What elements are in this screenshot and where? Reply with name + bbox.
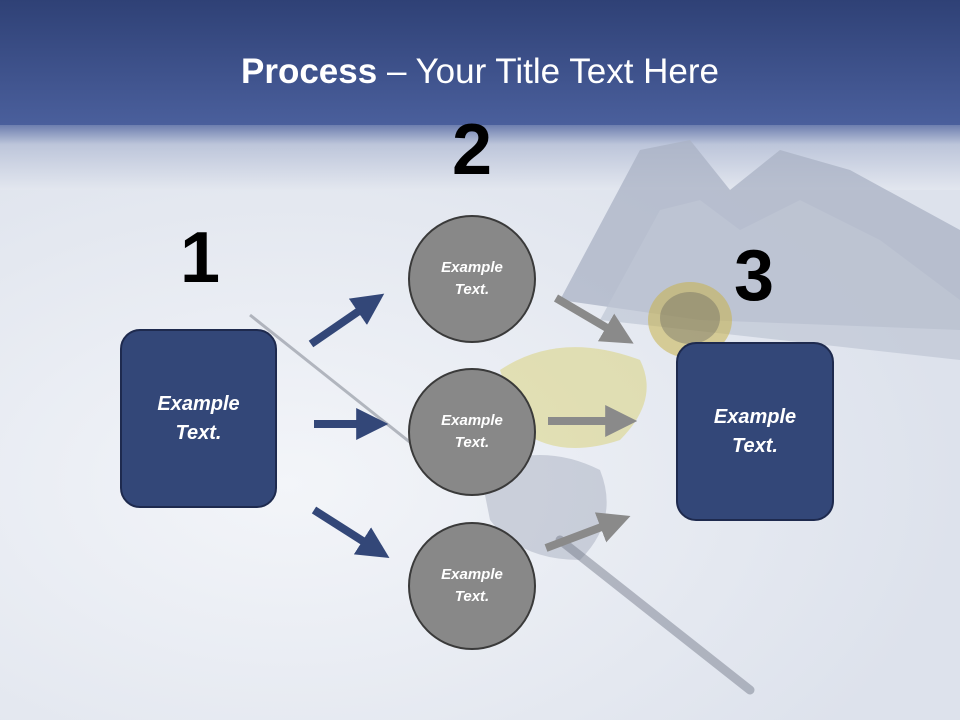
right-box: Example Text. (676, 342, 834, 521)
right-box-line1: Example (713, 405, 797, 428)
right-box-line2: Text. (732, 434, 778, 457)
arrow-to-circle-1 (308, 293, 385, 348)
circle-1: Example Text. (408, 215, 536, 343)
page-title: Process – Your Title Text Here (0, 52, 960, 92)
title-rest: – Your Title Text Here (377, 52, 719, 91)
circle-2-line2: Text. (454, 434, 490, 451)
left-box: Example Text. (120, 329, 277, 508)
title-bold: Process (241, 52, 378, 91)
circle-2: Example Text. (408, 368, 536, 496)
circle-1-line2: Text. (454, 281, 490, 298)
left-box-line1: Example (157, 392, 240, 415)
arrow-from-circle-3 (544, 512, 631, 552)
circle-1-line1: Example (441, 258, 503, 276)
step-number-3: 3 (733, 236, 775, 316)
arrow-from-circle-1 (553, 294, 634, 344)
arrow-to-circle-3 (311, 506, 390, 559)
circle-3: Example Text. (408, 522, 536, 650)
step-number-1: 1 (179, 218, 221, 298)
circle-3-line1: Example (441, 565, 503, 583)
step-number-2: 2 (451, 110, 493, 190)
circle-2-line1: Example (441, 411, 503, 429)
circle-3-line2: Text. (454, 588, 490, 605)
left-box-line2: Text. (175, 421, 222, 444)
